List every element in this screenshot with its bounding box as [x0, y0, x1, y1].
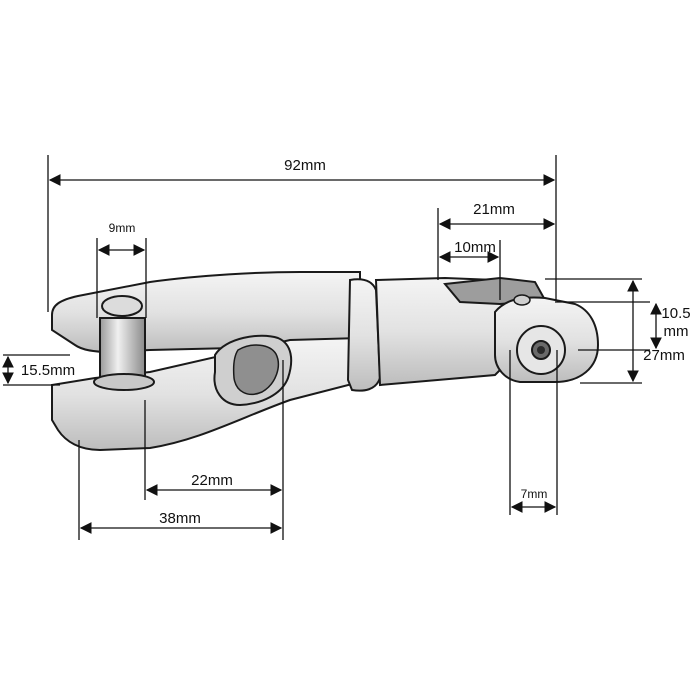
label-21mm: 21mm: [473, 201, 515, 218]
label-10-5-unit: mm: [664, 323, 689, 340]
label-10mm: 10mm: [454, 239, 496, 256]
label-10-5: 10.5: [661, 305, 690, 322]
pin-washer-bottom: [93, 373, 155, 391]
clevis-pin: [99, 317, 146, 381]
slot-inner: [232, 344, 280, 396]
swivel-collar: [346, 278, 382, 392]
swivel-part: [51, 271, 600, 452]
label-9mm: 9mm: [109, 221, 136, 235]
dimension-labels: 92mm 21mm 10mm 9mm 15.5mm 22mm 38mm 10.5…: [21, 157, 691, 527]
label-7mm: 7mm: [521, 487, 548, 501]
label-92mm: 92mm: [284, 157, 326, 174]
label-38mm: 38mm: [159, 510, 201, 527]
top-pin-stub: [513, 294, 531, 306]
lower-jaw: [51, 336, 361, 452]
label-22mm: 22mm: [191, 472, 233, 489]
eye-hole-inner: [537, 346, 545, 354]
pin-head-top: [101, 295, 143, 317]
label-27mm: 27mm: [643, 347, 685, 364]
label-15-5mm: 15.5mm: [21, 362, 75, 379]
dimension-lines: [2, 155, 662, 540]
